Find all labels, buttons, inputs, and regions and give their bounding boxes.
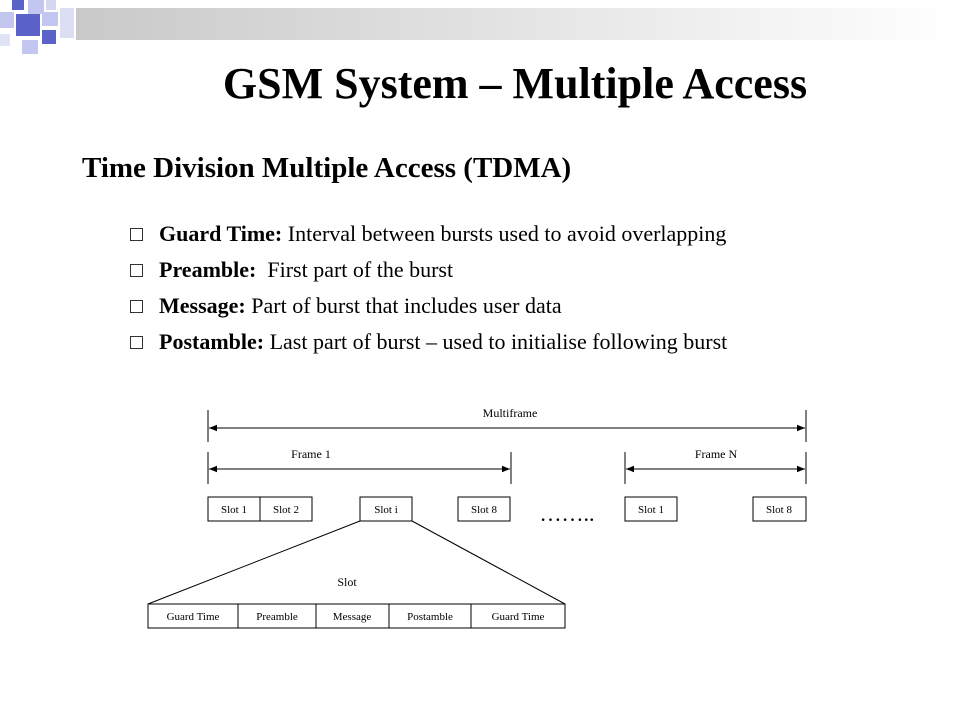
decor-square: [22, 40, 38, 54]
bullet-text: Interval between bursts used to avoid ov…: [282, 221, 727, 246]
multiframe-label: Multiframe: [483, 406, 538, 420]
decor-square: [42, 30, 56, 44]
bullet-item-guard-time: Guard Time: Interval between bursts used…: [130, 216, 727, 252]
decor-square: [42, 12, 58, 26]
burst-field-label: Message: [333, 611, 372, 623]
decor-bar: [76, 8, 960, 40]
burst-field-box: [470, 603, 566, 629]
slot-label: Slot i: [374, 504, 398, 516]
bullet-term: Preamble:: [159, 257, 257, 282]
ellipsis: ……..: [540, 501, 595, 526]
decor-square: [16, 14, 40, 36]
burst-field-label: Guard Time: [167, 611, 220, 623]
bullet-item-message: Message: Part of burst that includes use…: [130, 288, 727, 324]
slot-label: Slot 8: [471, 504, 497, 516]
burst-field-label: Postamble: [407, 611, 453, 623]
square-bullet-icon: [130, 263, 143, 277]
slot-box: [359, 496, 413, 522]
decor-square: [46, 0, 56, 10]
bullet-term: Message:: [159, 293, 246, 318]
square-bullet-icon: [130, 335, 143, 349]
page-title: GSM System – Multiple Access: [222, 59, 808, 108]
bullet-item-preamble: Preamble: First part of the burst: [130, 252, 727, 288]
slot-box: [624, 496, 678, 522]
burst-field-label: Guard Time: [492, 611, 545, 623]
decor-square: [12, 0, 24, 10]
expansion-line-right: [411, 520, 566, 605]
slot-label: Slot 2: [273, 504, 299, 516]
frame1-label: Frame 1: [291, 447, 331, 461]
decor-square: [60, 8, 74, 38]
bullet-text: Last part of burst – used to initialise …: [264, 329, 728, 354]
decor-square: [0, 34, 10, 46]
frameN-label: Frame N: [695, 447, 738, 461]
bullet-list: Guard Time: Interval between bursts used…: [130, 216, 727, 360]
bullet-item-postamble: Postamble: Last part of burst – used to …: [130, 324, 727, 360]
slot-label: Slot 1: [638, 504, 664, 516]
bullet-text: First part of the burst: [256, 257, 454, 282]
bullet-text: Part of burst that includes user data: [245, 293, 562, 318]
slot-label: Slot 1: [221, 504, 247, 516]
bullet-term: Guard Time:: [159, 221, 283, 246]
square-bullet-icon: [130, 299, 143, 313]
slot-label: Slot 8: [766, 504, 792, 516]
bullet-term: Postamble:: [159, 329, 265, 354]
expansion-line-left: [147, 520, 361, 605]
slot-box: [259, 496, 313, 522]
slot-expansion-label: Slot: [337, 575, 357, 589]
burst-field-label: Preamble: [256, 611, 298, 623]
square-bullet-icon: [130, 227, 143, 241]
decor-square: [0, 12, 14, 28]
section-heading: Time Division Multiple Access (TDMA): [82, 152, 572, 184]
slot-box: [752, 496, 807, 522]
slot-box: [457, 496, 511, 522]
decor-square: [28, 0, 44, 14]
